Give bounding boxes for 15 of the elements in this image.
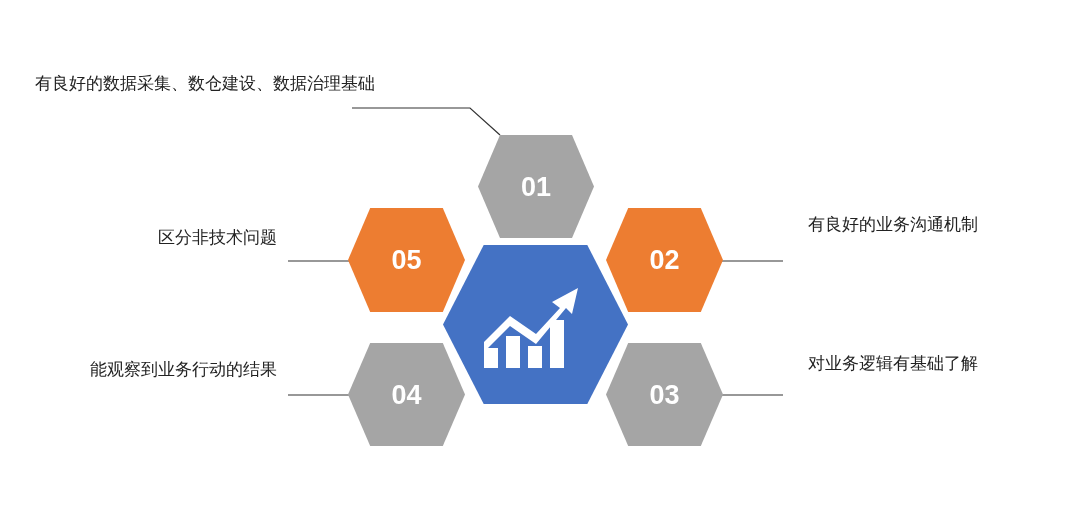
step-number: 05	[390, 244, 423, 276]
leader-line	[287, 260, 350, 262]
description-text: 区分非技术问题	[158, 226, 277, 249]
step-number: 01	[519, 171, 552, 202]
description-text: 有良好的数据采集、数仓建设、数据治理基础	[35, 72, 375, 95]
description-text: 有良好的业务沟通机制	[808, 213, 978, 236]
step-number: 04	[390, 379, 423, 410]
description-text: 能观察到业务行动的结果	[90, 358, 277, 381]
leader-line	[721, 260, 784, 262]
leader-line	[351, 107, 501, 136]
step-number: 02	[648, 244, 681, 276]
leader-line	[287, 394, 350, 396]
leader-line	[721, 394, 784, 396]
step-number: 03	[648, 379, 681, 410]
description-text: 对业务逻辑有基础了解	[808, 352, 978, 375]
